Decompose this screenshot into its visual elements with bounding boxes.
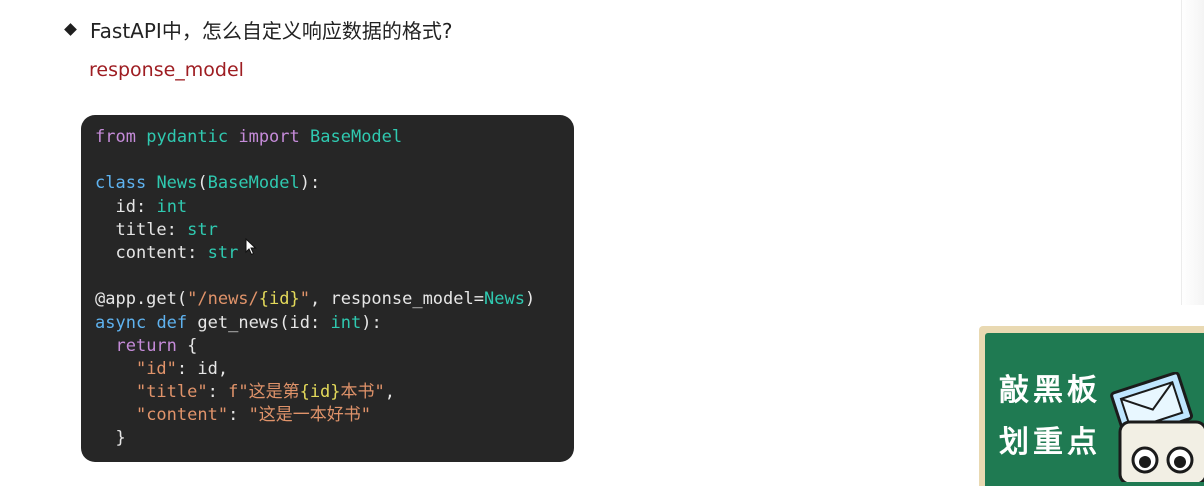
- code-token: int: [330, 312, 362, 333]
- code-token: ):: [361, 312, 382, 333]
- code-token: }: [115, 428, 126, 449]
- code-line-4: title: str: [95, 219, 574, 242]
- code-token: (: [197, 173, 208, 194]
- code-line-5: content: str: [95, 242, 574, 265]
- code-token: ):: [299, 173, 321, 194]
- question-text: FastAPI中，怎么自定义响应数据的格式?: [90, 19, 453, 43]
- code-token: News: [483, 289, 525, 310]
- code-token: @app.get(: [95, 289, 188, 310]
- code-line-blank: [95, 149, 574, 172]
- code-block: from pydantic import BaseModel class New…: [81, 115, 574, 462]
- cartoon-character-icon: [1110, 372, 1204, 482]
- code-token: "id": [135, 358, 177, 379]
- code-token: "title": [135, 382, 208, 403]
- code-token: (id:: [279, 312, 331, 333]
- code-token: {id}: [299, 382, 341, 403]
- code-token: {: [187, 335, 198, 356]
- code-token: ): [524, 289, 536, 310]
- code-token: 本书": [340, 382, 385, 403]
- code-token: ": [299, 289, 310, 310]
- code-token: "这是一本好书": [248, 405, 372, 426]
- code-token: int: [156, 196, 188, 217]
- right-edge-panel: [1181, 0, 1204, 305]
- code-token: BaseModel: [310, 127, 403, 147]
- code-token: :: [166, 219, 188, 240]
- sticker-text-line1: 敲黑板: [999, 373, 1101, 408]
- answer-subtitle: response_model: [89, 59, 244, 81]
- code-token: return: [115, 335, 177, 356]
- code-token: :: [228, 405, 249, 426]
- code-line-2: class News(BaseModel):: [95, 172, 574, 195]
- code-line-1: from pydantic import BaseModel: [95, 126, 574, 149]
- code-line-7: async def get_news(id: int):: [95, 312, 574, 335]
- code-line-10: "title": f"这是第{id}本书",: [95, 381, 574, 404]
- code-line-6: @app.get("/news/{id}", response_model=Ne…: [95, 288, 574, 311]
- code-token: str: [207, 242, 239, 263]
- code-token: :: [135, 196, 157, 217]
- code-token: id: [115, 196, 136, 217]
- code-line-9: "id": id,: [95, 358, 574, 381]
- question-heading: FastAPI中，怎么自定义响应数据的格式?: [64, 15, 452, 44]
- code-line-11: "content": "这是一本好书": [95, 404, 574, 427]
- code-token: str: [187, 219, 218, 240]
- code-token: title: [115, 219, 167, 240]
- code-token: async: [95, 312, 147, 333]
- code-line-12: }: [95, 427, 574, 450]
- mouse-pointer-icon: [245, 238, 257, 256]
- code-token: ,: [384, 382, 396, 403]
- code-token: from: [95, 127, 136, 147]
- code-token: News: [156, 173, 198, 194]
- code-token: :: [187, 242, 208, 263]
- code-token: content: [115, 242, 188, 263]
- code-token: def: [156, 312, 188, 333]
- code-token: f"这是第: [228, 382, 300, 403]
- code-line-3: id: int: [95, 196, 574, 219]
- code-token: class: [95, 173, 147, 194]
- bullet-diamond-icon: [64, 23, 77, 36]
- code-token: : id,: [176, 358, 229, 379]
- code-token: , response_model=: [309, 289, 484, 310]
- code-line-blank: [95, 265, 574, 288]
- code-token: pydantic: [146, 127, 229, 147]
- code-token: "/news/: [187, 289, 259, 310]
- code-token: BaseModel: [207, 173, 300, 194]
- code-token: get_news: [197, 312, 280, 333]
- sticker-text-line2: 划重点: [999, 425, 1101, 460]
- code-token: "content": [135, 405, 229, 426]
- code-token: import: [238, 127, 300, 147]
- code-line-8: return {: [95, 335, 574, 358]
- code-token: {id}: [258, 289, 300, 310]
- code-token: :: [207, 382, 229, 403]
